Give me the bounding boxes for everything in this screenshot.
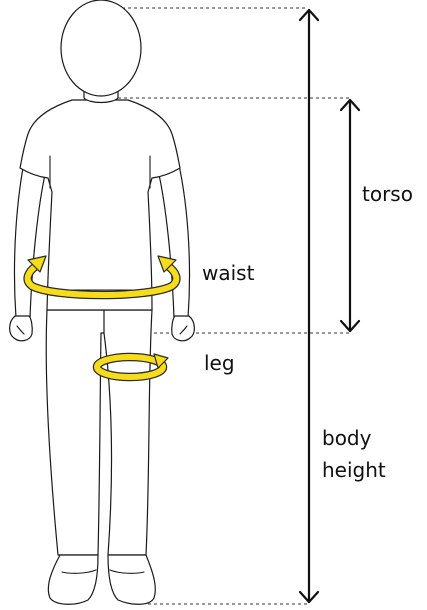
- torso-arrow: [341, 100, 359, 331]
- body-height-arrow: [300, 10, 318, 602]
- body-height-label-line2: height: [322, 458, 386, 482]
- left-leg-outline: [46, 310, 106, 555]
- torso-label: torso: [362, 182, 413, 206]
- leg-label: leg: [204, 351, 235, 375]
- right-hand: [172, 316, 195, 341]
- torso-outline: [20, 100, 180, 310]
- waist-label: waist: [202, 261, 255, 285]
- right-leg-outline: [104, 310, 152, 555]
- right-shoe: [108, 555, 155, 604]
- human-figure-outline: [10, 0, 195, 604]
- left-hand: [10, 316, 33, 341]
- head: [61, 0, 141, 96]
- body-height-label-line1: body: [322, 426, 372, 450]
- left-shoe: [48, 555, 98, 604]
